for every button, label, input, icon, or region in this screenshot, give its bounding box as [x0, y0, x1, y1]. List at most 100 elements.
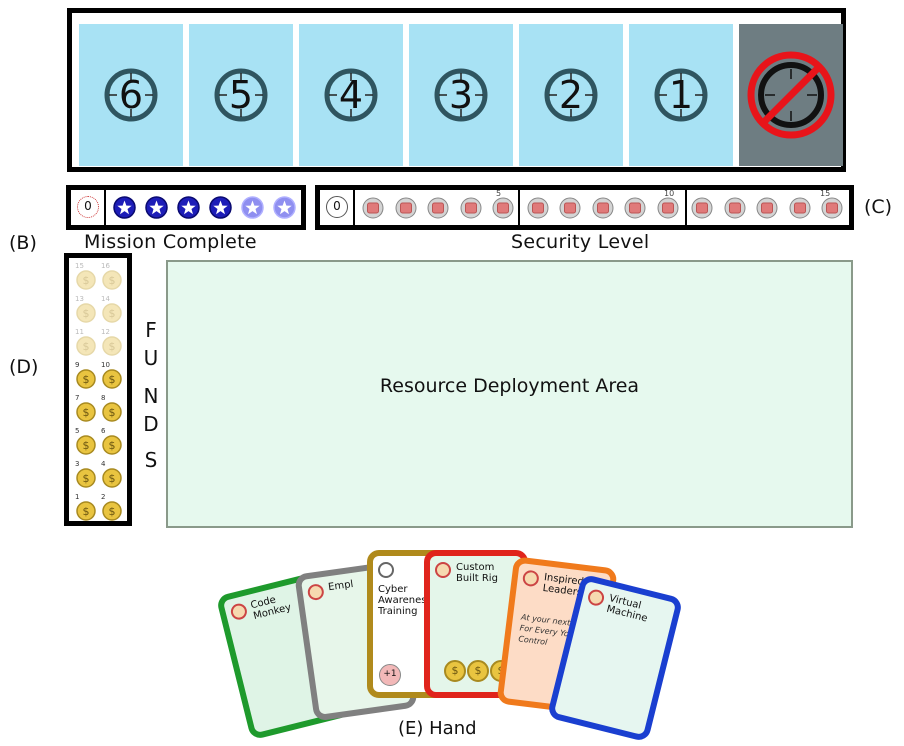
funds-letter-u: U — [143, 346, 159, 370]
card-title: Cyber Awareness Training — [378, 584, 432, 617]
coin-token[interactable]: $ — [102, 435, 122, 455]
card-type-icon — [306, 583, 325, 602]
timer-icon: 2 — [543, 67, 599, 123]
coin-token[interactable]: $ — [102, 369, 122, 389]
turn-slot-final[interactable] — [739, 24, 843, 166]
timer-icon: 4 — [323, 67, 379, 123]
hand-label: (E) Hand — [398, 718, 477, 739]
coin-token[interactable]: $ — [76, 501, 96, 521]
star-token[interactable] — [177, 196, 200, 219]
security-token[interactable] — [624, 197, 646, 219]
coin-token[interactable]: $ — [76, 270, 96, 290]
security-token[interactable] — [527, 197, 549, 219]
security-token[interactable] — [724, 197, 746, 219]
security-token[interactable] — [657, 197, 679, 219]
coin-token[interactable]: $ — [76, 369, 96, 389]
star-token[interactable] — [113, 196, 136, 219]
timer-icon: 5 — [213, 67, 269, 123]
star-token[interactable] — [209, 196, 232, 219]
svg-text:$: $ — [83, 373, 90, 386]
coin-token[interactable]: $ — [102, 270, 122, 290]
security-level-title: Security Level — [511, 231, 650, 253]
svg-text:$: $ — [83, 274, 90, 287]
turn-number: 5 — [228, 73, 254, 117]
timer-icon: 3 — [433, 67, 489, 123]
resource-deployment-area[interactable]: Resource Deployment Area — [166, 260, 853, 528]
security-token[interactable] — [756, 197, 778, 219]
security-token[interactable] — [395, 197, 417, 219]
svg-text:$: $ — [109, 274, 116, 287]
coin-token[interactable]: $ — [102, 402, 122, 422]
svg-text:$: $ — [83, 307, 90, 320]
coin-number: 14 — [101, 295, 110, 303]
security-token[interactable] — [691, 197, 713, 219]
coin-token[interactable]: $ — [102, 468, 122, 488]
funds-track: 15$16$13$14$11$12$9$10$7$8$5$6$3$4$1$2$ — [64, 253, 132, 526]
turn-slot[interactable]: 1 — [629, 24, 733, 166]
security-token[interactable] — [789, 197, 811, 219]
turn-slot[interactable]: 3 — [409, 24, 513, 166]
security-token[interactable] — [821, 197, 843, 219]
svg-text:$: $ — [83, 439, 90, 452]
mission-complete-title: Mission Complete — [84, 231, 257, 253]
security-token[interactable] — [592, 197, 614, 219]
svg-text:$: $ — [109, 505, 116, 518]
coin-token: $ — [444, 660, 466, 682]
turn-slot[interactable]: 4 — [299, 24, 403, 166]
card-type-icon — [521, 569, 540, 588]
coin-number: 8 — [101, 394, 106, 402]
security-marker-label: 15 — [820, 189, 831, 198]
security-token[interactable] — [492, 197, 514, 219]
coin-number: 1 — [75, 493, 80, 501]
security-start-value: 0 — [333, 199, 341, 213]
security-token[interactable] — [427, 197, 449, 219]
svg-text:$: $ — [83, 340, 90, 353]
coin-token[interactable]: $ — [76, 468, 96, 488]
coin-number: 6 — [101, 427, 106, 435]
coin-number: 3 — [75, 460, 80, 468]
mission-complete-track: 0 — [66, 185, 306, 230]
coin-token[interactable]: $ — [102, 501, 122, 521]
mission-start-marker: 0 — [77, 196, 99, 218]
coin-number: 12 — [101, 328, 110, 336]
turn-slot[interactable]: 5 — [189, 24, 293, 166]
coin-token[interactable]: $ — [102, 303, 122, 323]
coin-token[interactable]: $ — [76, 402, 96, 422]
coin-number: 9 — [75, 361, 80, 369]
star-token[interactable] — [241, 196, 264, 219]
timer-icon: 6 — [103, 67, 159, 123]
coin-number: 11 — [75, 328, 84, 336]
no-timer-icon — [745, 49, 837, 141]
timer-icon: 1 — [653, 67, 709, 123]
security-token[interactable] — [460, 197, 482, 219]
svg-text:$: $ — [83, 406, 90, 419]
coin-token[interactable]: $ — [76, 303, 96, 323]
coin-number: 4 — [101, 460, 106, 468]
coin-number: 2 — [101, 493, 106, 501]
label-b: (B) — [9, 232, 37, 254]
card-badge: +1 — [379, 664, 401, 686]
turn-slot[interactable]: 2 — [519, 24, 623, 166]
svg-text:$: $ — [83, 505, 90, 518]
turn-number: 1 — [668, 73, 694, 117]
star-token[interactable] — [273, 196, 296, 219]
coin-token[interactable]: $ — [76, 336, 96, 356]
turn-number: 6 — [118, 73, 144, 117]
coin-token[interactable]: $ — [102, 336, 122, 356]
security-token[interactable] — [362, 197, 384, 219]
funds-letter-n: N — [143, 384, 159, 408]
card-title: Custom Built Rig — [456, 562, 498, 584]
coin-token[interactable]: $ — [76, 435, 96, 455]
star-token[interactable] — [145, 196, 168, 219]
coin-number: 5 — [75, 427, 80, 435]
security-token[interactable] — [559, 197, 581, 219]
funds-letter-s: S — [144, 448, 158, 472]
card-type-icon — [586, 587, 606, 608]
card-title: Virtual Machine — [605, 593, 649, 625]
svg-text:$: $ — [109, 340, 116, 353]
security-start-marker: 0 — [326, 196, 348, 218]
funds-letter-d: D — [143, 412, 159, 436]
security-marker-label: 5 — [496, 189, 502, 198]
turn-slot[interactable]: 6 — [79, 24, 183, 166]
